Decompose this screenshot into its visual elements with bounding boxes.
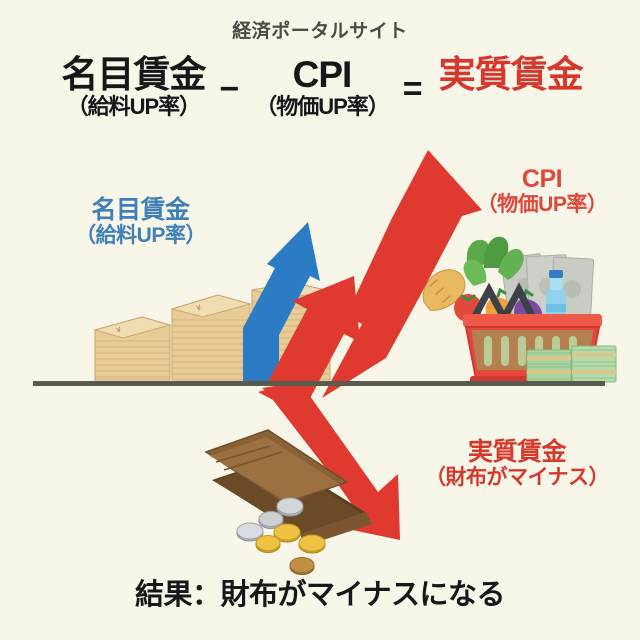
formula-term-cpi-sub: （物価UP率） xyxy=(255,94,390,119)
formula-term-cpi-main: CPI xyxy=(292,54,353,95)
svg-text:￥: ￥ xyxy=(114,325,123,335)
formula-row: 名目賃金 （給料UP率） − CPI （物価UP率） = 実質賃金 xyxy=(0,56,640,118)
formula-term-nominal-wage-sub: （給料UP率） xyxy=(66,94,202,119)
conclusion-text: 結果：財布がマイナスになる xyxy=(135,579,505,611)
label-nominal-wage-line1: 名目賃金 xyxy=(91,196,190,224)
label-real-wage-line1: 実質賃金 xyxy=(467,438,567,466)
site-title: 経済ポータルサイト xyxy=(232,21,408,42)
label-nominal-wage-line2: （給料UP率） xyxy=(75,224,206,247)
label-nominal-wage: 名目賃金 （給料UP率） xyxy=(38,196,243,248)
cash-bundles xyxy=(526,345,617,383)
coins xyxy=(236,497,326,575)
label-real-wage: 実質賃金 （財布がマイナス） xyxy=(398,438,636,490)
banknote-stack-small: ￥ xyxy=(93,316,172,381)
label-real-wage-line2: （財布がマイナス） xyxy=(424,466,610,489)
formula-term-real-wage-main: 実質賃金 xyxy=(438,54,584,95)
red-main-rising-arrow xyxy=(322,150,482,398)
formula-term-cpi: CPI （物価UP率） xyxy=(255,54,390,119)
label-cpi-line2: （物価UP率） xyxy=(476,193,608,216)
formula-term-nominal-wage-main: 名目賃金 xyxy=(61,54,206,95)
minus-operator: − xyxy=(219,70,240,108)
svg-text:￥: ￥ xyxy=(194,303,203,313)
basket-produce xyxy=(422,236,566,329)
ground-line xyxy=(33,381,605,386)
label-cpi-line1: CPI xyxy=(521,165,563,193)
formula-term-real-wage: 実質賃金 xyxy=(438,54,584,95)
blue-up-arrow xyxy=(243,222,320,383)
basket-handles xyxy=(470,282,537,322)
formula-term-nominal-wage: 名目賃金 （給料UP率） xyxy=(61,54,206,119)
red-up-arrow xyxy=(268,276,360,406)
label-cpi: CPI （物価UP率） xyxy=(452,165,632,217)
open-wallet-with-coins xyxy=(204,429,372,575)
equals-operator: = xyxy=(402,70,423,108)
banknote-stack-medium: ￥ xyxy=(170,294,252,381)
red-down-arrow-body xyxy=(262,382,400,540)
